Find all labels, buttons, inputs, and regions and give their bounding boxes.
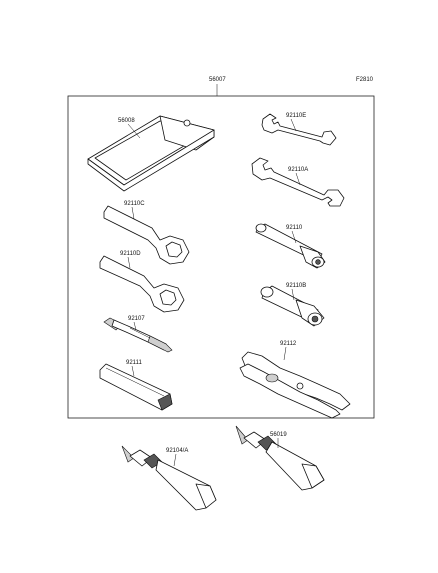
wrench-c <box>103 205 190 265</box>
label-socket: 92110 <box>286 225 303 231</box>
label-wrench-a: 92110A <box>288 167 308 173</box>
handle <box>99 363 173 411</box>
tube-b <box>235 425 325 491</box>
screwdriver <box>103 317 173 353</box>
label-wrench-c: 92110C <box>124 201 145 207</box>
figure-code: F2810 <box>356 77 374 83</box>
label-socket-b: 92110B <box>286 283 306 289</box>
wrench-d <box>99 255 185 313</box>
socket-b <box>260 285 325 327</box>
pliers <box>239 351 351 419</box>
wrench-e <box>261 113 337 146</box>
label-wrench-d: 92110D <box>120 251 141 257</box>
tool-bag <box>87 115 215 192</box>
label-screwdriver: 92107 <box>128 316 145 322</box>
kit-frame <box>67 95 375 419</box>
tube-a <box>121 445 217 511</box>
wrench-a <box>251 157 345 207</box>
kit-label: 56007 <box>209 77 226 83</box>
label-pliers: 92112 <box>280 341 297 347</box>
label-tube-a: 92104/A <box>166 448 188 454</box>
label-handle: 92111 <box>126 360 142 366</box>
label-wrench-e: 92110E <box>286 113 306 119</box>
label-tool-bag: 56008 <box>118 118 135 124</box>
label-tube-b: 56019 <box>270 432 287 438</box>
socket <box>255 223 326 269</box>
